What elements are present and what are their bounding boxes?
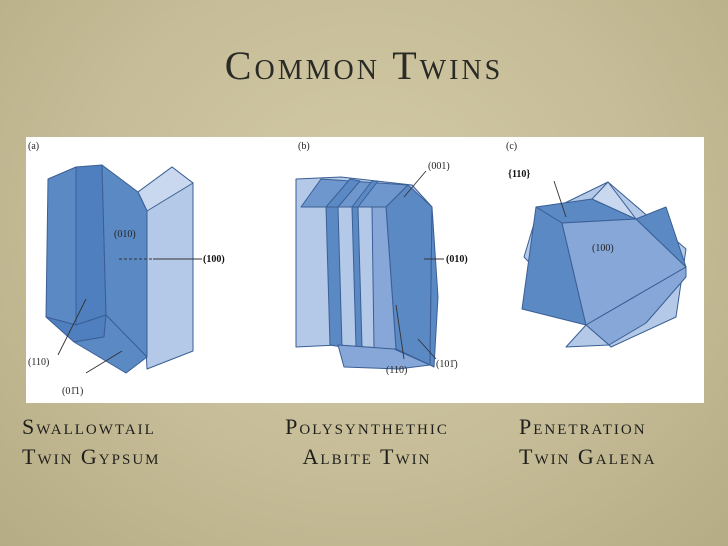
albite-polysynthetic-crystal: [295, 176, 439, 370]
galena-penetration-crystal: [521, 181, 687, 348]
figure-panel: (a) (010) (100) (110) (01̄1) (b) (001) (…: [26, 137, 704, 403]
galena-label-100: (100): [592, 243, 614, 254]
gypsum-bottom-face-011: [73, 314, 148, 374]
panel-b-letter: (b): [298, 141, 310, 152]
panel-a-letter: (a): [28, 141, 39, 152]
galena-cube-b-topright: [591, 181, 637, 220]
albite-label-110: (110): [386, 365, 407, 376]
albite-label-101: (101̄): [436, 359, 458, 370]
gypsum-label-110: (110): [28, 357, 49, 368]
albite-bottom-face-101: [429, 206, 439, 368]
caption-penetration-line2: Twin Galena: [519, 444, 657, 469]
caption-penetration-line1: Penetration: [519, 414, 647, 439]
caption-penetration: Penetration Twin Galena: [519, 412, 657, 472]
gypsum-left-face: [45, 166, 77, 326]
gypsum-label-011: (01̄1): [62, 386, 83, 397]
gypsum-label-100: (100): [203, 254, 225, 265]
crystal-twins-diagram: (a) (010) (100) (110) (01̄1) (b) (001) (…: [28, 141, 687, 397]
caption-swallowtail-line1: Swallowtail: [22, 414, 156, 439]
gypsum-label-010: (010): [114, 229, 136, 240]
albite-label-001: (001): [428, 161, 450, 172]
caption-polysynthetic: Polysynthethic Albite Twin: [241, 412, 493, 472]
panel-c-letter: (c): [506, 141, 517, 152]
galena-label-110: {110}: [508, 169, 530, 180]
gypsum-right-dark-face: [101, 164, 148, 358]
albite-label-010: (010): [446, 254, 468, 265]
albite-front-face: [371, 206, 397, 350]
gypsum-swallowtail-crystal: [45, 164, 194, 374]
caption-polysynthetic-line2: Albite Twin: [302, 444, 432, 469]
gypsum-front-face: [75, 164, 107, 326]
caption-swallowtail-line2: Twin Gypsum: [22, 444, 161, 469]
albite-bottom-face-110: [337, 344, 431, 370]
caption-swallowtail: Swallowtail Twin Gypsum: [22, 412, 161, 472]
galena-cube-b-bottom: [565, 324, 610, 348]
galena-cube-b-right: [635, 206, 687, 268]
caption-polysynthetic-line1: Polysynthethic: [285, 414, 449, 439]
slide-title: Common Twins: [224, 43, 504, 88]
